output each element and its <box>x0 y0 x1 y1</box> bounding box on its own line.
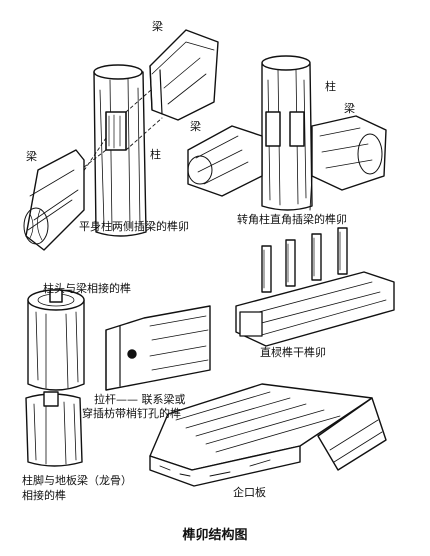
panel-straight-lattice <box>236 228 394 346</box>
label-beam-top: 梁 <box>152 20 163 33</box>
mortise-tenon-illustration <box>0 0 430 520</box>
panel-tie-beam-tenon <box>106 306 210 390</box>
caption-tongue-groove: 企口板 <box>233 486 266 499</box>
caption-pillar-two-side-beams: 平身柱两侧插梁的榫卯 <box>79 220 189 233</box>
label-pillar-1: 柱 <box>150 148 161 161</box>
caption-pillar-foot-line2: 相接的榫 <box>22 489 66 502</box>
caption-tie-beam-line1: 拉杆—— 联系梁或 <box>94 393 186 406</box>
label-beam-right: 梁 <box>344 102 355 115</box>
caption-pillar-foot-line1: 柱脚与地板梁（龙骨） <box>22 474 132 487</box>
panel-corner-pillar-beams <box>188 56 386 210</box>
caption-pillar-head: 柱头与梁相接的榫 <box>43 282 131 295</box>
panel-pillar-head <box>28 290 84 390</box>
figure-title: 榫卯结构图 <box>182 528 248 543</box>
panel-pillar-two-side-beams <box>24 30 218 250</box>
label-beam-center: 梁 <box>190 120 201 133</box>
label-beam-left: 梁 <box>26 150 37 163</box>
panel-tongue-groove-boards <box>150 384 386 486</box>
caption-tie-beam-line2: 穿插枋带梢钉孔的榫 <box>82 407 181 420</box>
caption-straight-lattice: 直棂榫干榫卯 <box>260 346 326 359</box>
panel-pillar-foot <box>26 392 82 466</box>
label-pillar-2: 柱 <box>325 80 336 93</box>
caption-corner-pillar-beams: 转角柱直角插梁的榫卯 <box>237 213 347 226</box>
